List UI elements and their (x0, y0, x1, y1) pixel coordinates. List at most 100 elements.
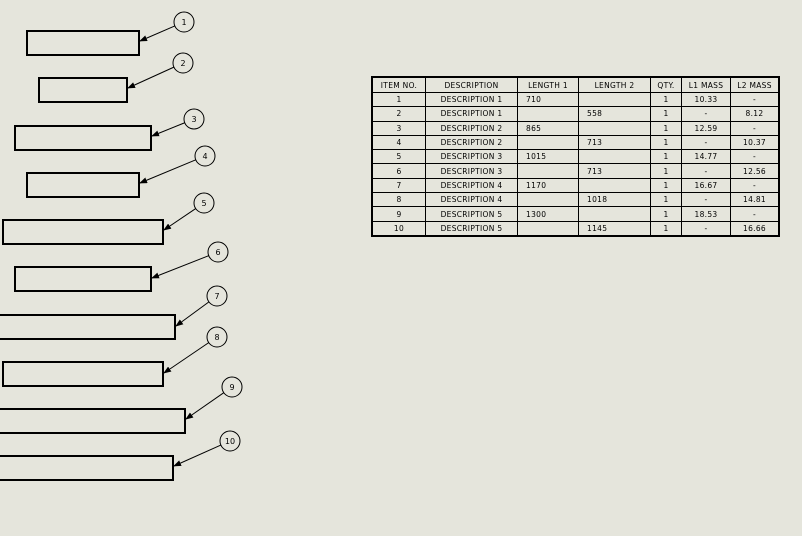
cell-item-no: 7 (371, 177, 426, 194)
cell-l1-mass: - (681, 106, 731, 122)
leader-line (127, 66, 175, 89)
cell-length-1 (517, 163, 579, 179)
cell-l1-mass: 16.67 (681, 177, 731, 194)
cell-description: DESCRIPTION 2 (425, 120, 518, 136)
balloon-callout: 4 (194, 145, 216, 167)
balloon-callout: 5 (193, 192, 215, 214)
cell-l2-mass: 12.56 (730, 163, 780, 179)
balloon-number: 6 (215, 248, 220, 257)
cell-description: DESCRIPTION 2 (425, 134, 518, 151)
cell-l1-mass: - (681, 220, 731, 237)
cell-l2-mass: 16.66 (730, 220, 780, 237)
cell-description: DESCRIPTION 4 (425, 192, 518, 208)
cell-item-no: 8 (371, 192, 426, 208)
leader-line (151, 255, 209, 279)
cell-l2-mass: - (730, 91, 780, 108)
balloon-callout: 3 (183, 108, 205, 130)
cell-qty: 1 (650, 149, 682, 165)
header-qty: QTY. (650, 76, 682, 93)
part-outline (14, 125, 152, 151)
leader-line (163, 208, 196, 231)
cell-length-1 (517, 220, 579, 237)
cell-l2-mass: 8.12 (730, 106, 780, 122)
cell-length-1 (517, 192, 579, 208)
balloon-circle (206, 285, 228, 307)
leader-line (139, 25, 176, 42)
leader-line (151, 122, 185, 137)
leader-line (185, 392, 225, 420)
balloon-circle (194, 145, 216, 167)
cell-length-2: 713 (578, 134, 651, 151)
cell-qty: 1 (650, 134, 682, 151)
cell-item-no: 1 (371, 91, 426, 108)
balloon-callout: 7 (206, 285, 228, 307)
balloon-number: 8 (214, 333, 219, 342)
cell-l1-mass: - (681, 134, 731, 151)
balloon-number: 10 (225, 437, 235, 446)
cell-length-1: 865 (517, 120, 579, 136)
leader-line (173, 444, 222, 467)
cell-l1-mass: - (681, 163, 731, 179)
header-l2-mass: L2 MASS (730, 76, 780, 93)
cell-item-no: 3 (371, 120, 426, 136)
cell-length-1: 1015 (517, 149, 579, 165)
cell-length-1: 1300 (517, 206, 579, 222)
balloon-circle (193, 192, 215, 214)
cell-length-2: 558 (578, 106, 651, 122)
part-outline (0, 314, 176, 340)
cell-qty: 1 (650, 177, 682, 194)
cell-length-2 (578, 149, 651, 165)
header-length-1: LENGTH 1 (517, 76, 579, 93)
balloon-number: 5 (201, 199, 206, 208)
leader-line (139, 159, 196, 184)
bill-of-materials-table: ITEM NO. DESCRIPTION LENGTH 1 LENGTH 2 Q… (371, 76, 780, 237)
balloon-number: 1 (181, 18, 186, 27)
cell-item-no: 6 (371, 163, 426, 179)
balloon-circle (183, 108, 205, 130)
cell-length-2: 1018 (578, 192, 651, 208)
cell-length-1: 710 (517, 91, 579, 108)
balloon-circle (221, 376, 243, 398)
cell-length-2 (578, 120, 651, 136)
cell-l1-mass: 12.59 (681, 120, 731, 136)
balloon-circle (173, 11, 195, 33)
balloon-callout: 9 (221, 376, 243, 398)
cell-length-2: 713 (578, 163, 651, 179)
cell-description: DESCRIPTION 4 (425, 177, 518, 194)
cell-item-no: 4 (371, 134, 426, 151)
cell-l2-mass: - (730, 206, 780, 222)
cell-description: DESCRIPTION 3 (425, 163, 518, 179)
header-description: DESCRIPTION (425, 76, 518, 93)
header-length-2: LENGTH 2 (578, 76, 651, 93)
cell-length-1: 1170 (517, 177, 579, 194)
cell-l2-mass: - (730, 177, 780, 194)
balloon-number: 7 (214, 292, 219, 301)
balloon-circle (206, 326, 228, 348)
balloon-circle (219, 430, 241, 452)
bom-header-row: ITEM NO. DESCRIPTION LENGTH 1 LENGTH 2 Q… (371, 76, 780, 93)
cell-length-2: 1145 (578, 220, 651, 237)
cell-item-no: 2 (371, 106, 426, 122)
cell-l1-mass: 14.77 (681, 149, 731, 165)
balloon-number: 2 (180, 59, 185, 68)
cell-length-2 (578, 206, 651, 222)
cell-item-no: 5 (371, 149, 426, 165)
cell-description: DESCRIPTION 3 (425, 149, 518, 165)
cell-l2-mass: 10.37 (730, 134, 780, 151)
cell-l2-mass: - (730, 149, 780, 165)
balloon-callout: 8 (206, 326, 228, 348)
balloon-number: 3 (191, 115, 196, 124)
cell-l2-mass: 14.81 (730, 192, 780, 208)
balloon-number: 4 (202, 152, 207, 161)
cell-length-2 (578, 91, 651, 108)
part-outline (0, 408, 186, 434)
leader-line (163, 342, 210, 374)
